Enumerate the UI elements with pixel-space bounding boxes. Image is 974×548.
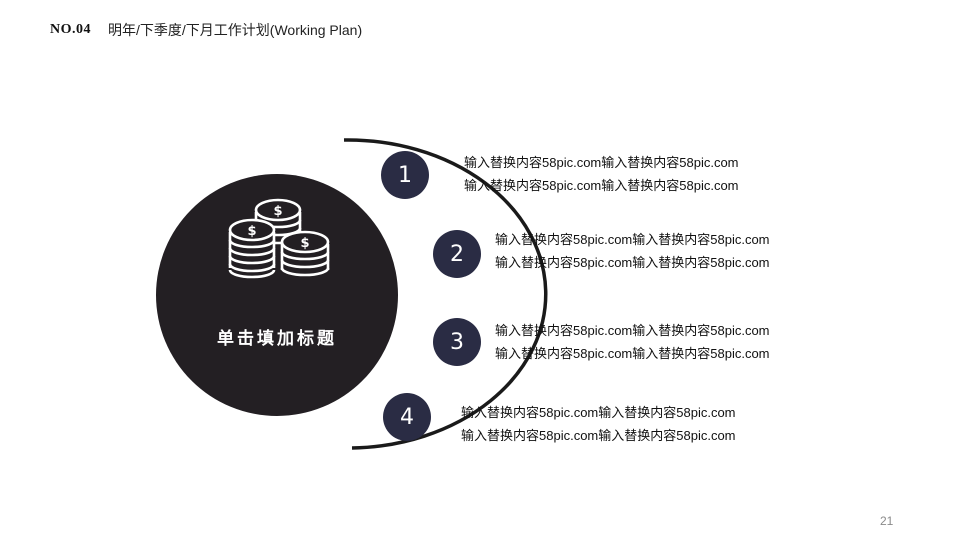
center-title: 单击填加标题 [217, 329, 337, 348]
step-badge-3: 3 [433, 318, 481, 366]
svg-text:$: $ [247, 224, 256, 239]
page-title: 明年/下季度/下月工作计划(Working Plan) [108, 22, 363, 38]
step-text-3-line-1: 输入替换内容58pic.com输入替换内容58pic.com [495, 323, 770, 338]
svg-text:$: $ [300, 236, 309, 251]
step-badge-1: 1 [381, 151, 429, 199]
section-number: NO.04 [50, 22, 91, 37]
step-text-3: 输入替换内容58pic.com输入替换内容58pic.com 输入替换内容58p… [495, 319, 770, 365]
step-badge-2: 2 [433, 230, 481, 278]
step-text-2: 输入替换内容58pic.com输入替换内容58pic.com 输入替换内容58p… [495, 228, 770, 274]
page-number: 21 [880, 514, 894, 528]
step-text-1-line-2: 输入替换内容58pic.com输入替换内容58pic.com [464, 178, 739, 193]
step-text-3-line-2: 输入替换内容58pic.com输入替换内容58pic.com [495, 346, 770, 361]
step-text-2-line-2: 输入替换内容58pic.com输入替换内容58pic.com [495, 255, 770, 270]
step-text-1: 输入替换内容58pic.com输入替换内容58pic.com 输入替换内容58p… [464, 151, 739, 197]
arc-path [343, 138, 548, 450]
step-text-4-line-2: 输入替换内容58pic.com输入替换内容58pic.com [461, 428, 736, 443]
step-badge-4: 4 [383, 393, 431, 441]
step-text-4-line-1: 输入替换内容58pic.com输入替换内容58pic.com [461, 405, 736, 420]
step-text-1-line-1: 输入替换内容58pic.com输入替换内容58pic.com [464, 155, 739, 170]
step-text-4: 输入替换内容58pic.com输入替换内容58pic.com 输入替换内容58p… [461, 401, 736, 447]
svg-text:$: $ [273, 204, 282, 219]
coins-stack-icon: $ $ $ [228, 198, 330, 279]
step-text-2-line-1: 输入替换内容58pic.com输入替换内容58pic.com [495, 232, 770, 247]
